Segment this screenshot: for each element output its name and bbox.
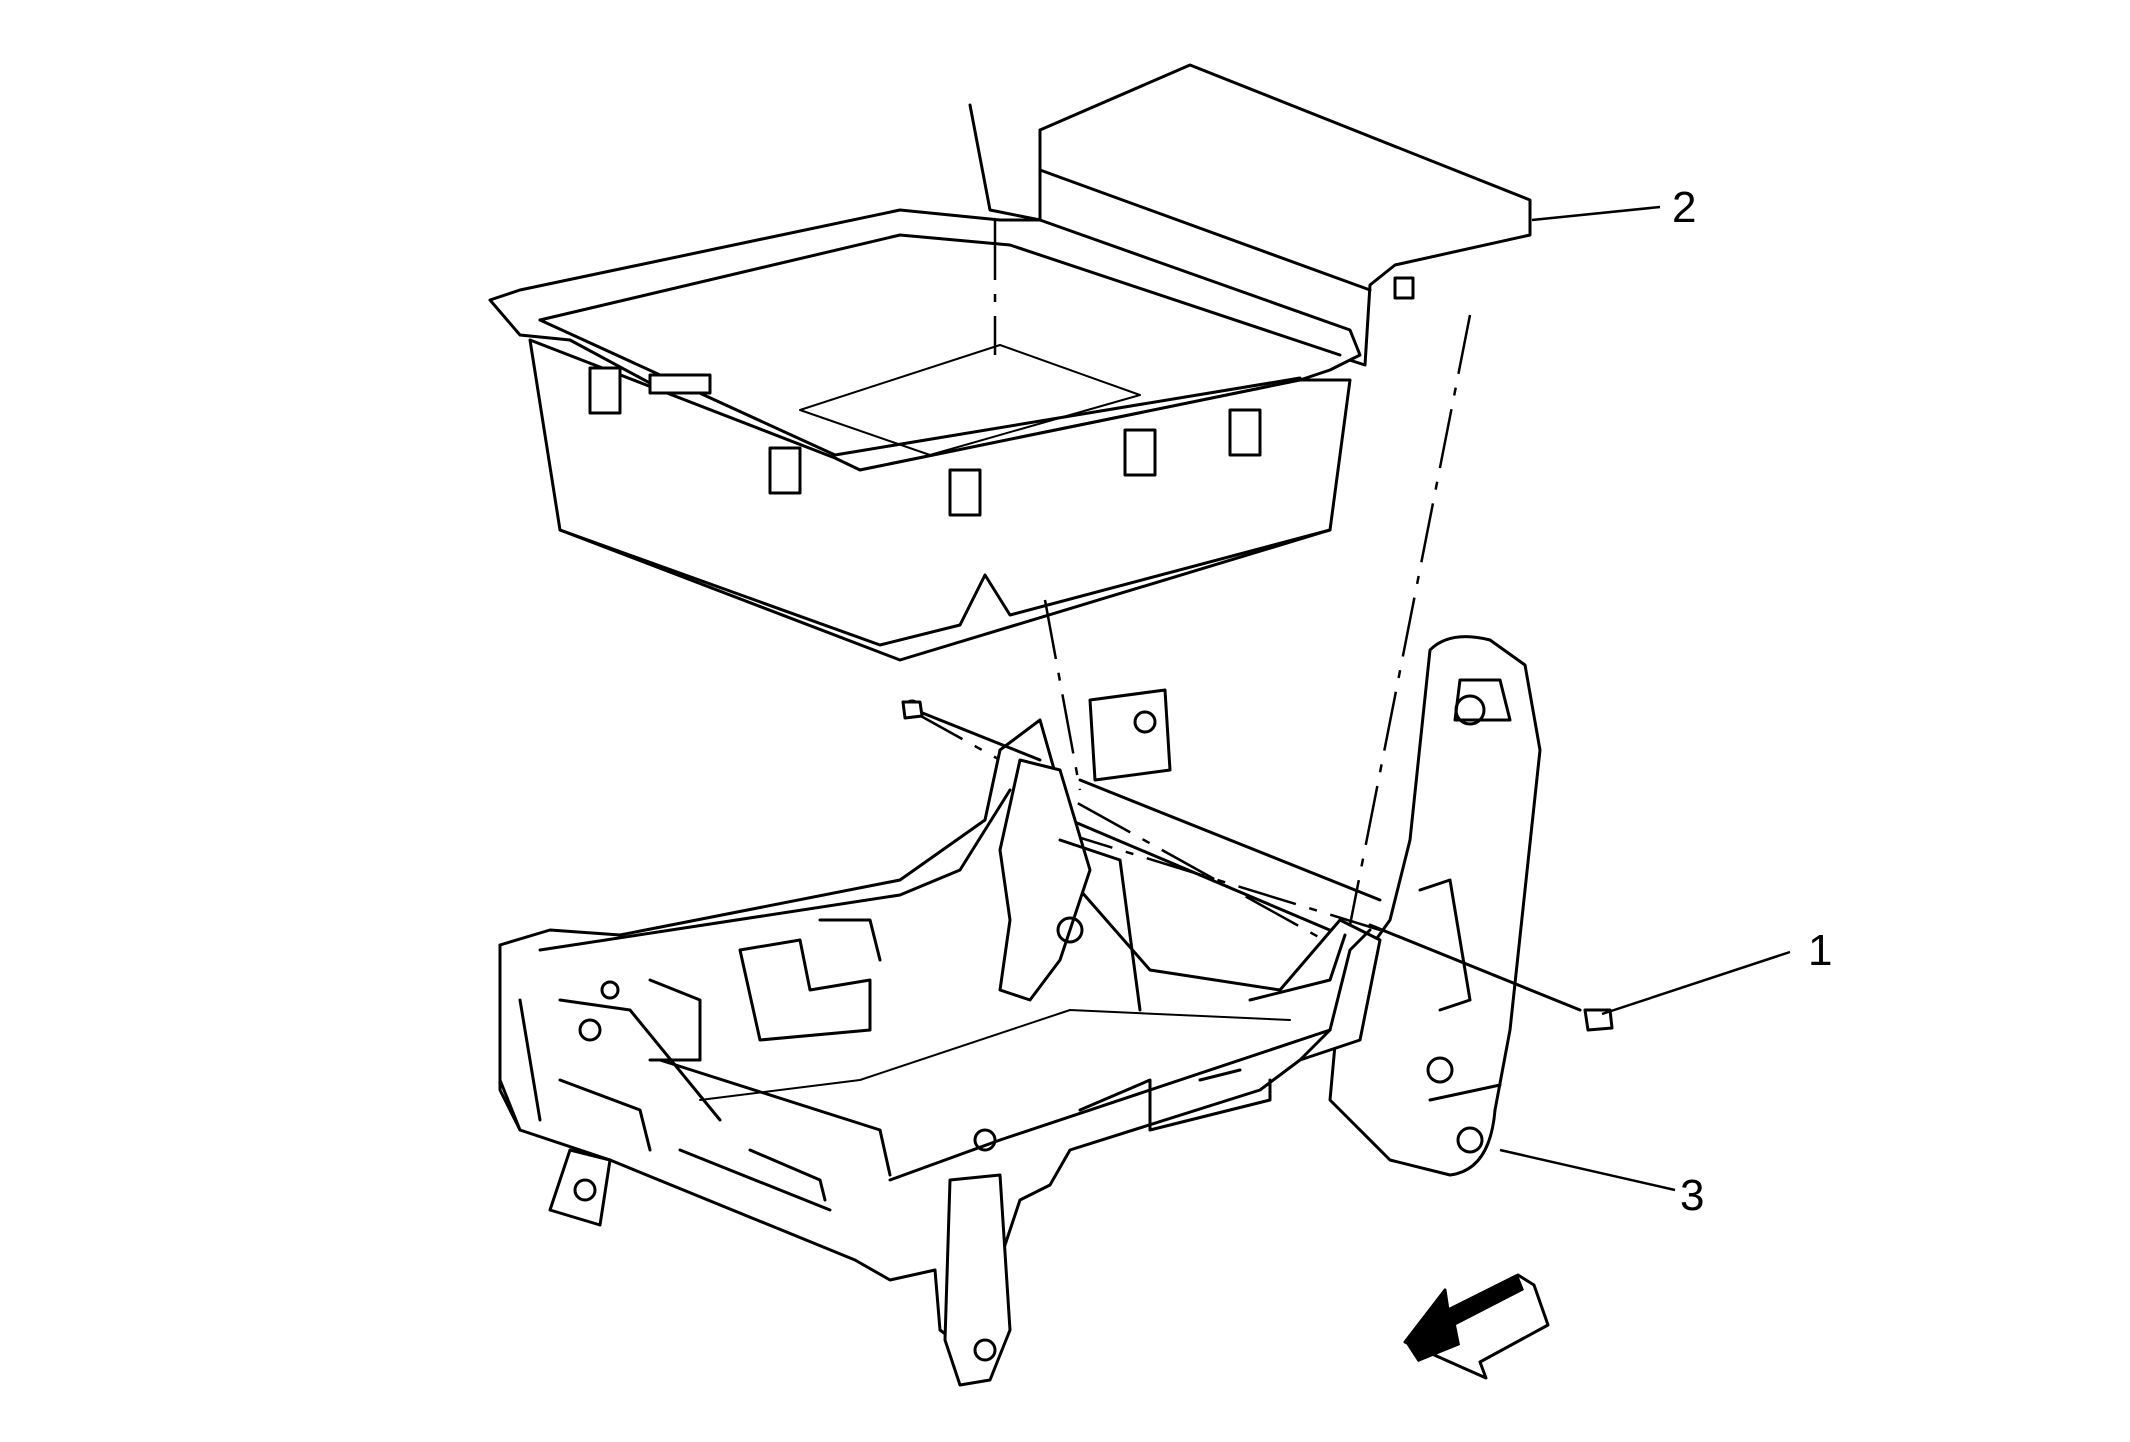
callout-2: 2 [1672, 183, 1696, 232]
leader-lines [1499, 205, 1791, 1192]
callout-3: 3 [1680, 1171, 1704, 1220]
bin-clip-tabs [588, 366, 1262, 517]
front-direction-arrow-icon [1403, 1273, 1550, 1380]
small-bolt [901, 699, 1042, 762]
callout-1: 1 [1808, 926, 1832, 975]
bolt [1368, 923, 1614, 1032]
seat-frame [498, 635, 1542, 1387]
alignment-lines [909, 220, 1472, 962]
storage-bin [488, 63, 1532, 662]
